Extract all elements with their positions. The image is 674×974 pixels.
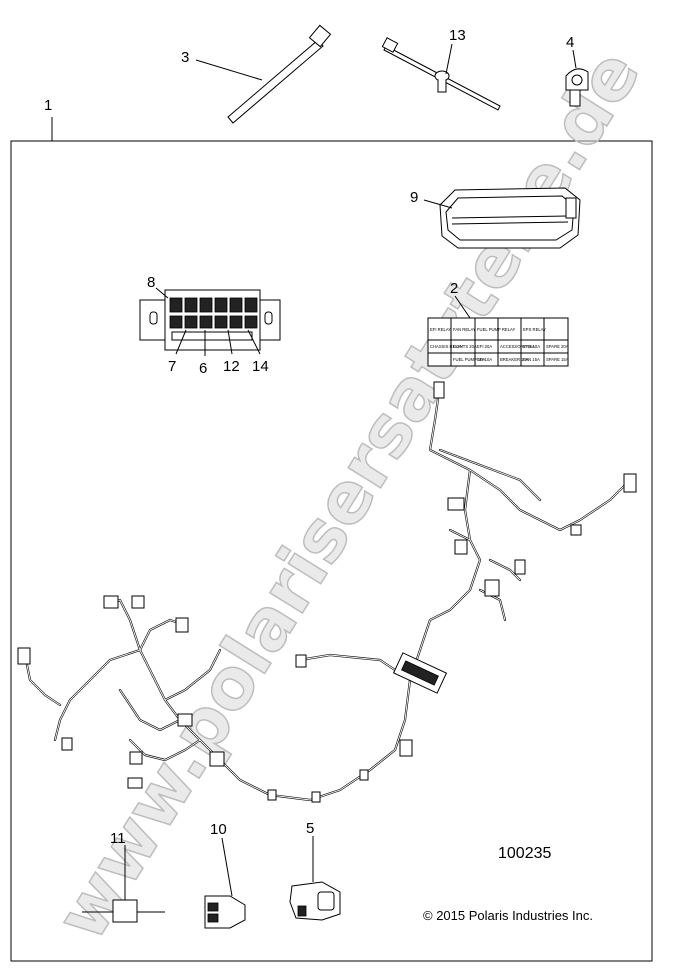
label-accessory-15a: ACCESSORY 15A [500, 344, 535, 349]
harness-wire-9 [119, 689, 181, 731]
harness-wire-3 [139, 469, 481, 801]
harness-wire-2 [439, 449, 541, 501]
label-breaker-10a: BREAKER 10A [500, 357, 529, 362]
label-lights-20a: LIGHTS 20A [453, 344, 477, 349]
callout-12-number: 12 [223, 358, 240, 375]
label-fuel-pump-relay: FUEL PUMP RELAY [477, 327, 516, 332]
label-fuel-pump-10a: FUEL PUMP 10A [453, 357, 486, 362]
callout-8-number: 8 [147, 274, 155, 291]
label-efi-relay: EFI RELAY [430, 327, 451, 332]
label-chassis-relay: CHASSIS RELAY [430, 344, 463, 349]
callout-13-number: 13 [449, 27, 466, 44]
harness-wire-12 [489, 559, 521, 581]
harness-wire-7 [164, 649, 221, 701]
label-efi-20a: EFI 20A [477, 344, 492, 349]
part-13-push-mount-tie: 13 [381, 27, 501, 111]
part-2-relay-label: 2 EFI RELAY FAN RELAY FUEL PUMP RELAY EP… [427, 280, 569, 367]
callout-3-number: 3 [181, 49, 189, 66]
callout-6-number: 6 [199, 360, 207, 377]
wiring-harness [17, 381, 637, 803]
part-9-fuse-box-cover: 9 [410, 187, 581, 249]
fuse-slots [169, 297, 258, 341]
callout-1: 1 [44, 97, 53, 141]
callout-7-number: 7 [168, 358, 176, 375]
copyright-text: © 2015 Polaris Industries Inc. [423, 908, 593, 923]
part-10-terminal: 10 [204, 821, 246, 929]
harness-wire-13 [449, 529, 471, 541]
callout-5-number: 5 [306, 820, 314, 837]
part-3-cable-tie: 3 [181, 24, 332, 124]
part-5-connector: 5 [289, 820, 341, 921]
callout-10-number: 10 [210, 821, 227, 838]
part-11-inline-fuse: 11 [82, 830, 165, 923]
label-eps-10a: EPS 10A [523, 344, 540, 349]
harness-wire-8 [129, 739, 201, 761]
part-4-clip: 4 [565, 34, 589, 107]
callout-1-number: 1 [44, 97, 52, 114]
harness-wire-1 [429, 384, 631, 531]
drawing-number: 100235 [498, 845, 551, 862]
kit-frame [10, 140, 653, 962]
callout-9-number: 9 [410, 189, 418, 206]
watermark: www.polarisersatzteile.de [40, 36, 656, 954]
callout-2-number: 2 [450, 280, 458, 297]
callout-4-number: 4 [566, 34, 574, 51]
label-spare-15a: SPARE 15A [546, 357, 569, 362]
label-efi-10a: EFI 10A [477, 357, 492, 362]
part-8-fuse-relay-block: 8 7 6 12 14 [139, 274, 281, 377]
label-eps-relay: EPS RELAY [523, 327, 546, 332]
harness-wire-11 [24, 654, 61, 706]
label-fan-15a: FAN 15A [523, 357, 540, 362]
label-spare-20a: SPARE 20A [546, 344, 569, 349]
harness-wire-10 [299, 654, 411, 681]
harness-wire-4 [54, 649, 141, 741]
callout-11-number: 11 [110, 830, 126, 847]
label-fan-relay: FAN RELAY [453, 327, 476, 332]
callout-14-number: 14 [252, 358, 269, 375]
